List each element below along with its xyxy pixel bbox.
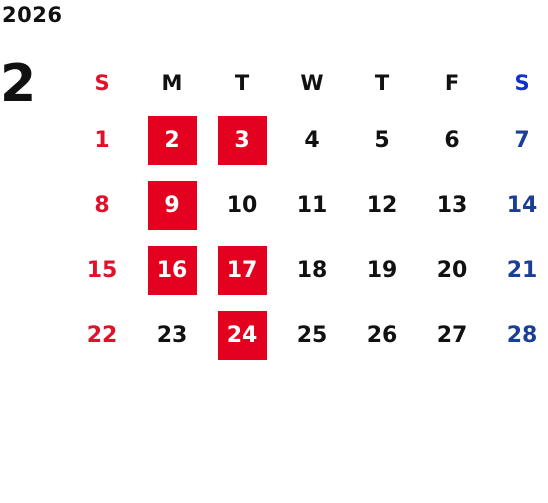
highlighted-day[interactable]: 2: [147, 116, 197, 165]
day-cell: 2: [137, 116, 207, 165]
day-number[interactable]: 23: [156, 323, 188, 348]
day-number[interactable]: 19: [366, 258, 398, 283]
weekday-friday: F: [444, 71, 460, 95]
day-cell: 20: [417, 246, 487, 295]
highlighted-day[interactable]: 17: [217, 246, 267, 295]
day-number[interactable]: 7: [514, 128, 530, 153]
day-cell: 21: [487, 246, 548, 295]
day-cell: 23: [137, 311, 207, 360]
day-cell: 7: [487, 116, 548, 165]
day-cell: 11: [277, 181, 347, 230]
day-number[interactable]: 11: [296, 193, 328, 218]
day-number[interactable]: 28: [506, 323, 538, 348]
weekday-thursday: T: [374, 71, 390, 95]
day-cell: 12: [347, 181, 417, 230]
weekday-saturday: S: [514, 71, 530, 95]
month-number: 2: [0, 54, 37, 114]
weekday-tuesday: T: [234, 71, 250, 95]
day-cell: 22: [67, 311, 137, 360]
day-cell: 10: [207, 181, 277, 230]
day-cell: 4: [277, 116, 347, 165]
year-label: 2026: [2, 3, 63, 27]
week-row: 22 23 24 25 26 27 28: [67, 303, 548, 368]
day-cell: 8: [67, 181, 137, 230]
day-number[interactable]: 22: [86, 323, 118, 348]
day-number[interactable]: 27: [436, 323, 468, 348]
day-number[interactable]: 25: [296, 323, 328, 348]
day-cell: 16: [137, 246, 207, 295]
day-cell: 5: [347, 116, 417, 165]
weekday-wednesday: W: [300, 71, 324, 95]
week-row: 8 9 10 11 12 13 14: [67, 173, 548, 238]
day-number[interactable]: 20: [436, 258, 468, 283]
day-number[interactable]: 6: [444, 128, 460, 153]
day-cell: 9: [137, 181, 207, 230]
day-number[interactable]: 13: [436, 193, 468, 218]
day-cell: 19: [347, 246, 417, 295]
weekday-sunday: S: [94, 71, 110, 95]
day-cell: 27: [417, 311, 487, 360]
day-cell: 28: [487, 311, 548, 360]
weekday-header-row: S M T W T F S: [67, 58, 548, 108]
day-number[interactable]: 12: [366, 193, 398, 218]
day-number[interactable]: 26: [366, 323, 398, 348]
day-cell: 24: [207, 311, 277, 360]
day-number[interactable]: 10: [226, 193, 258, 218]
day-cell: 17: [207, 246, 277, 295]
day-number[interactable]: 8: [94, 193, 110, 218]
day-cell: 18: [277, 246, 347, 295]
highlighted-day[interactable]: 9: [147, 181, 197, 230]
day-cell: 6: [417, 116, 487, 165]
day-number[interactable]: 1: [94, 128, 110, 153]
day-cell: 14: [487, 181, 548, 230]
highlighted-day[interactable]: 16: [147, 246, 197, 295]
day-cell: 26: [347, 311, 417, 360]
day-number[interactable]: 21: [506, 258, 538, 283]
day-cell: 25: [277, 311, 347, 360]
day-cell: 1: [67, 116, 137, 165]
day-number[interactable]: 14: [506, 193, 538, 218]
day-number[interactable]: 4: [304, 128, 320, 153]
day-number[interactable]: 15: [86, 258, 118, 283]
day-cell: 3: [207, 116, 277, 165]
highlighted-day[interactable]: 3: [217, 116, 267, 165]
week-row: 15 16 17 18 19 20 21: [67, 238, 548, 303]
day-cell: 13: [417, 181, 487, 230]
day-number[interactable]: 18: [296, 258, 328, 283]
weekday-monday: M: [161, 71, 183, 95]
highlighted-day[interactable]: 24: [217, 311, 267, 360]
day-number[interactable]: 5: [374, 128, 390, 153]
day-cell: 15: [67, 246, 137, 295]
